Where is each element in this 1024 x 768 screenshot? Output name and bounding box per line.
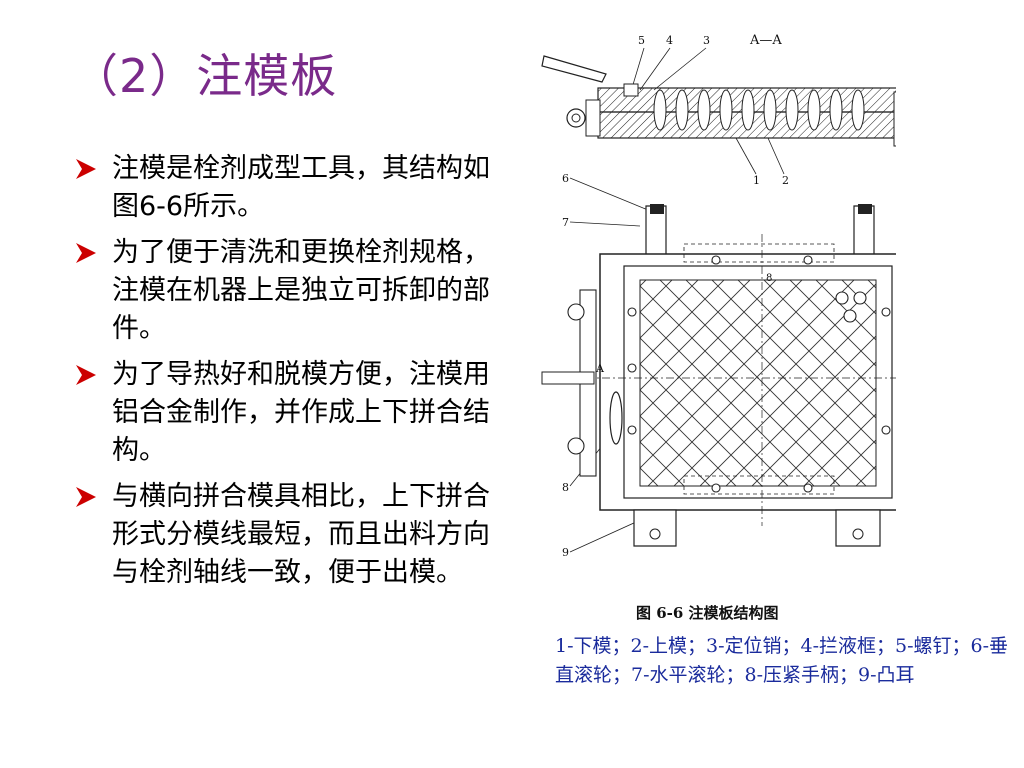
part-label: 6 xyxy=(562,172,569,185)
dim-label: 8 xyxy=(766,273,772,284)
arrow-right-icon xyxy=(76,487,96,507)
bullet-text: 为了便于清洗和更换栓剂规格，注模在机器上是独立可拆卸的部件。 xyxy=(112,237,490,344)
part-label: 4 xyxy=(666,34,673,47)
part-label: 8 xyxy=(562,481,569,494)
figure-caption-title: 图 6-6 注模板结构图 xyxy=(636,604,779,622)
bullet-text: 为了导热好和脱模方便，注模用铝合金制作，并作成上下拼合结构。 xyxy=(112,359,490,466)
bullet-item: 与横向拼合模具相比，上下拼合形式分模线最短，而且出料方向与栓剂轴线一致，便于出模… xyxy=(74,478,494,592)
part-label: 2 xyxy=(782,174,789,187)
mold-plate-diagram: A—A 5 4 3 1 2 xyxy=(541,33,896,622)
part-label: 1 xyxy=(753,174,760,187)
bullet-item: 注模是栓剂成型工具，其结构如图6-6所示。 xyxy=(74,150,494,226)
part-label: 3 xyxy=(703,34,710,47)
slide-title: （2）注模板 xyxy=(72,49,338,103)
arrow-right-icon xyxy=(76,365,96,385)
bullet-item: 为了导热好和脱模方便，注模用铝合金制作，并作成上下拼合结构。 xyxy=(74,356,494,470)
section-label: A—A xyxy=(749,33,782,48)
plan-view: 6 7 8 9 8 xyxy=(541,172,896,559)
bullet-text: 与横向拼合模具相比，上下拼合形式分模线最短，而且出料方向与栓剂轴线一致，便于出模… xyxy=(112,481,490,588)
part-label: 7 xyxy=(562,216,569,229)
bullet-item: 为了便于清洗和更换栓剂规格，注模在机器上是独立可拆卸的部件。 xyxy=(74,234,494,348)
view-marker: A xyxy=(595,362,605,375)
arrow-right-icon xyxy=(76,243,96,263)
arrow-right-icon xyxy=(76,159,96,179)
section-view: A—A 5 4 3 1 2 xyxy=(541,33,896,187)
part-label: 9 xyxy=(562,546,569,559)
bullet-list: 注模是栓剂成型工具，其结构如图6-6所示。 为了便于清洗和更换栓剂规格，注模在机… xyxy=(74,150,494,600)
part-label: 5 xyxy=(638,34,645,47)
figure-legend: 1-下模；2-上模；3-定位销；4-拦液框；5-螺钉；6-垂直滚轮；7-水平滚轮… xyxy=(555,635,1009,686)
bullet-text: 注模是栓剂成型工具，其结构如图6-6所示。 xyxy=(112,153,490,222)
